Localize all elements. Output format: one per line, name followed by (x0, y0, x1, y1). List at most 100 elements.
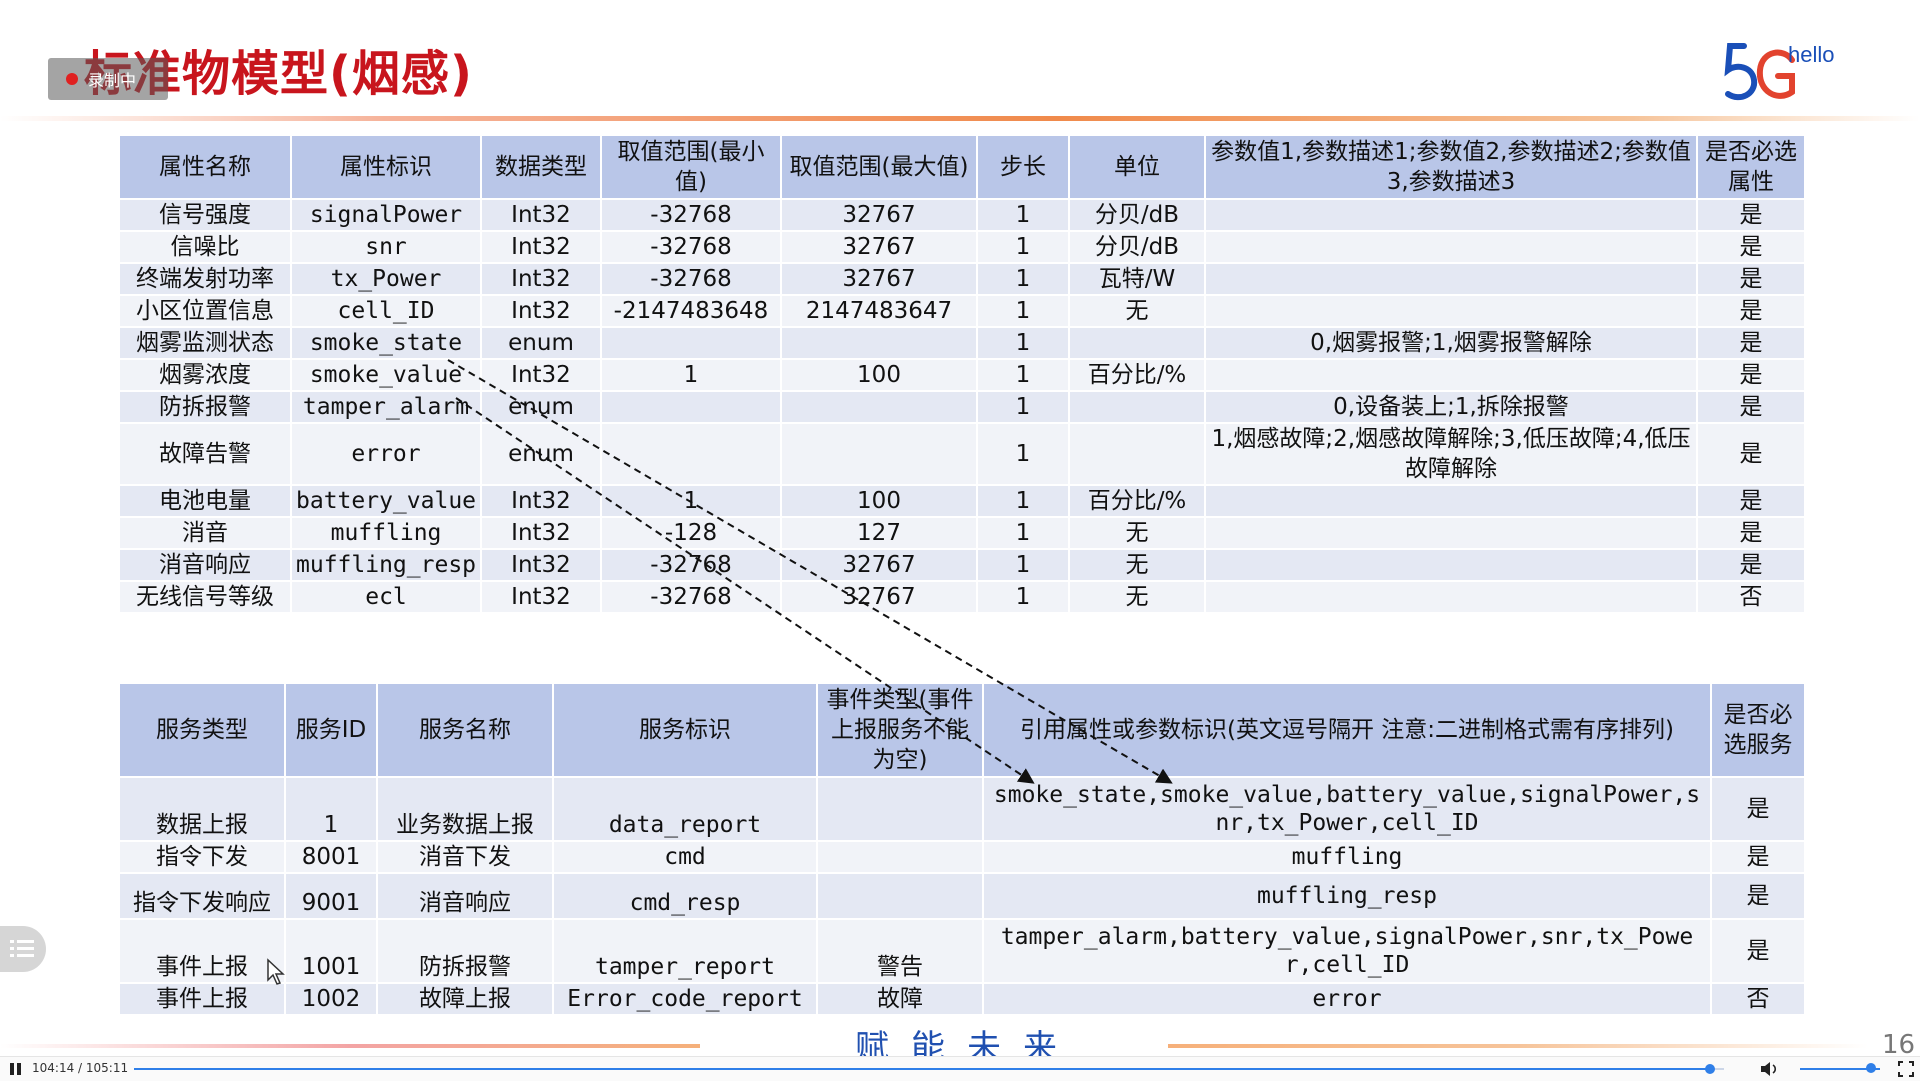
footer-line-right (1168, 1044, 1868, 1048)
max-value-cell (780, 326, 978, 360)
min-value-cell: -32768 (600, 580, 782, 614)
col-header: 服务名称 (376, 682, 554, 778)
attr-name-cell: 电池电量 (118, 484, 292, 518)
attr-id-cell: smoke_value (290, 358, 482, 392)
attr-id-cell: cell_ID (290, 294, 482, 328)
col-header: 服务标识 (552, 682, 818, 778)
col-header: 参数值1,参数描述1;参数值2,参数描述2;参数值3,参数描述3 (1204, 134, 1698, 200)
attr-name-cell: 烟雾监测状态 (118, 326, 292, 360)
progress-knob[interactable] (1704, 1064, 1715, 1074)
service-id-cell: 1001 (284, 918, 378, 984)
param-desc-cell (1204, 484, 1698, 518)
event-type-cell: 故障 (816, 982, 984, 1016)
attr-name-cell: 烟雾浓度 (118, 358, 292, 392)
step-cell: 1 (976, 516, 1070, 550)
min-value-cell (600, 422, 782, 486)
service-key-cell: cmd_resp (552, 872, 818, 920)
data-type-cell: Int32 (480, 262, 602, 296)
video-player-bar: 104:14 / 105:11 (0, 1056, 1920, 1081)
volume-knob[interactable] (1866, 1063, 1876, 1073)
col-header: 是否必选服务 (1710, 682, 1806, 778)
data-type-cell: Int32 (480, 484, 602, 518)
unit-cell: 分贝/dB (1068, 198, 1206, 232)
record-dot-icon (66, 73, 78, 85)
min-value-cell (600, 326, 782, 360)
max-value-cell (780, 422, 978, 486)
footer-slogan: 赋能未来 (855, 1028, 1079, 1056)
attr-name-cell: 消音响应 (118, 548, 292, 582)
attr-name-cell: 防拆报警 (118, 390, 292, 424)
service-type-cell: 指令下发 (118, 840, 286, 874)
service-key-cell: tamper_report (552, 918, 818, 984)
5g-hello-logo: hello (1722, 36, 1842, 108)
service-table: 服务类型 服务ID 服务名称 服务标识 事件类型(事件上报服务不能为空) 引用属… (118, 682, 1806, 1016)
referenced-props-cell: muffling (982, 840, 1712, 874)
attr-name-cell: 终端发射功率 (118, 262, 292, 296)
attr-id-cell: tx_Power (290, 262, 482, 296)
unit-cell: 百分比/% (1068, 358, 1206, 392)
step-cell: 1 (976, 390, 1070, 424)
pause-icon[interactable] (10, 1063, 22, 1075)
logo-text: hello (1788, 42, 1834, 67)
attr-id-cell: error (290, 422, 482, 486)
volume-slider[interactable] (1800, 1068, 1880, 1070)
page-number: 16 (1882, 1030, 1916, 1060)
max-value-cell: 2147483647 (780, 294, 978, 328)
param-desc-cell: 0,设备装上;1,拆除报警 (1204, 390, 1698, 424)
data-type-cell: Int32 (480, 548, 602, 582)
step-cell: 1 (976, 358, 1070, 392)
max-value-cell: 32767 (780, 198, 978, 232)
required-cell: 是 (1696, 230, 1806, 264)
playback-time: 104:14 / 105:11 (32, 1061, 129, 1075)
param-desc-cell (1204, 548, 1698, 582)
unit-cell: 无 (1068, 580, 1206, 614)
service-name-cell: 故障上报 (376, 982, 554, 1016)
service-name-cell: 业务数据上报 (376, 776, 554, 842)
service-type-cell: 事件上报 (118, 982, 286, 1016)
attr-name-cell: 故障告警 (118, 422, 292, 486)
volume-icon[interactable] (1760, 1061, 1780, 1077)
attr-name-cell: 信噪比 (118, 230, 292, 264)
service-table-header: 服务类型 服务ID 服务名称 服务标识 事件类型(事件上报服务不能为空) 引用属… (118, 682, 1806, 778)
unit-cell: 百分比/% (1068, 484, 1206, 518)
min-value-cell: -128 (600, 516, 782, 550)
recording-badge[interactable]: 录制中 (48, 58, 168, 100)
service-type-cell: 指令下发响应 (118, 872, 286, 920)
max-value-cell: 100 (780, 358, 978, 392)
progress-fill (134, 1068, 1710, 1070)
attr-id-cell: smoke_state (290, 326, 482, 360)
attr-id-cell: battery_value (290, 484, 482, 518)
required-cell: 是 (1696, 198, 1806, 232)
max-value-cell (780, 390, 978, 424)
param-desc-cell (1204, 230, 1698, 264)
attr-name-cell: 信号强度 (118, 198, 292, 232)
min-value-cell (600, 390, 782, 424)
required-cell: 是 (1696, 294, 1806, 328)
min-value-cell: 1 (600, 484, 782, 518)
attr-id-cell: muffling_resp (290, 548, 482, 582)
service-type-cell: 事件上报 (118, 918, 286, 984)
data-type-cell: Int32 (480, 198, 602, 232)
max-value-cell: 32767 (780, 230, 978, 264)
col-header: 数据类型 (480, 134, 602, 200)
data-type-cell: Int32 (480, 580, 602, 614)
step-cell: 1 (976, 422, 1070, 486)
fullscreen-icon[interactable] (1898, 1061, 1914, 1077)
max-value-cell: 32767 (780, 548, 978, 582)
footer-line-left (0, 1044, 700, 1048)
attr-name-cell: 小区位置信息 (118, 294, 292, 328)
table-of-contents-button[interactable] (0, 926, 46, 972)
progress-bar[interactable] (134, 1064, 1724, 1074)
property-table-header: 属性名称 属性标识 数据类型 取值范围(最小值) 取值范围(最大值) 步长 单位… (118, 134, 1806, 200)
